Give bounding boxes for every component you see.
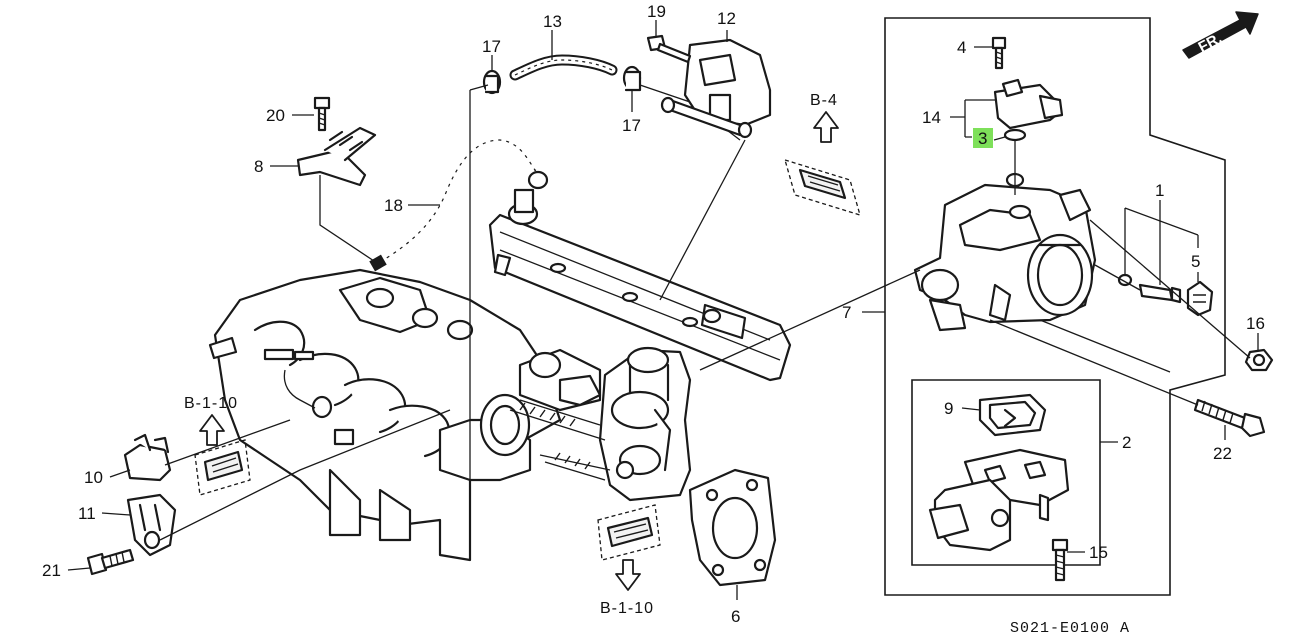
callout-5: 5: [1191, 252, 1200, 271]
callout-17-left: 17: [482, 37, 501, 56]
callout-8: 8: [254, 157, 263, 176]
bolt-22: [1193, 398, 1266, 438]
callout-14: 14: [922, 108, 941, 127]
throttle-body-frame: [884, 17, 1226, 596]
callout-10: 10: [84, 468, 103, 487]
callout-labels: 20 8 18 13 17 17 19 12 10 11 21 6 7 4 14…: [42, 2, 1265, 637]
manifold-throttle-assembly: [509, 346, 692, 502]
throttle-body: [913, 172, 1097, 332]
bracket-11: [126, 493, 177, 557]
arrow-up-b110-left: [199, 414, 225, 446]
callout-12: 12: [717, 9, 736, 28]
ref-label-b110-bottom: B-1-10: [600, 600, 654, 617]
arrow-up-b4: [813, 111, 839, 143]
callout-1: 1: [1155, 181, 1164, 200]
callout-15: 15: [1089, 543, 1108, 562]
ref-box-b110-bottom: [597, 504, 661, 561]
sensor-14: [993, 78, 1064, 142]
callout-17-right: 17: [622, 116, 641, 135]
callout-13: 13: [543, 12, 562, 31]
callout-3: 3: [978, 129, 987, 148]
callout-2: 2: [1122, 433, 1131, 452]
screw-4: [991, 36, 1007, 70]
callout-21: 21: [42, 561, 61, 580]
bolt-20: [313, 96, 331, 132]
intake-manifold: [208, 268, 602, 562]
bracket-8: [296, 126, 377, 187]
callout-6: 6: [731, 607, 740, 626]
gasket-9: [978, 393, 1047, 437]
callout-19: 19: [647, 2, 666, 21]
ref-label-b110-left: B-1-10: [184, 395, 238, 412]
screw-1: [1117, 273, 1182, 304]
ref-box-b4: [784, 159, 861, 216]
bolt-15: [1051, 538, 1069, 582]
callout-4: 4: [957, 38, 966, 57]
hose-18: [369, 137, 538, 272]
fuel-rail: [488, 170, 792, 382]
callout-18: 18: [384, 196, 403, 215]
clamp-17-left: [482, 69, 502, 95]
gasket-6: [688, 468, 777, 587]
iacv-box: [911, 379, 1101, 566]
iacv-2: [928, 448, 1070, 552]
diagram-code: S021-E0100 A: [1010, 620, 1130, 637]
callout-9: 9: [944, 399, 953, 418]
ref-label-b4: B-4: [810, 92, 838, 109]
callout-22: 22: [1213, 444, 1232, 463]
callout-3-highlight: [973, 128, 993, 148]
arrow-down-b110-bottom: [615, 559, 641, 591]
ref-box-b110-left: [194, 439, 251, 496]
callout-7: 7: [842, 303, 851, 322]
front-direction-marker: FR.: [1182, 11, 1259, 59]
leader-lines: [67, 20, 1259, 600]
bolt-21: [86, 548, 135, 576]
callout-20: 20: [266, 106, 285, 125]
hose-13: [509, 54, 618, 81]
callout-11: 11: [78, 504, 96, 523]
cap-5: [1186, 280, 1214, 317]
bolt-19: [646, 34, 692, 64]
clip-10: [123, 433, 172, 482]
solenoid-valve-12: [660, 38, 772, 139]
nut-16: [1244, 348, 1274, 372]
callout-16: 16: [1246, 314, 1265, 333]
